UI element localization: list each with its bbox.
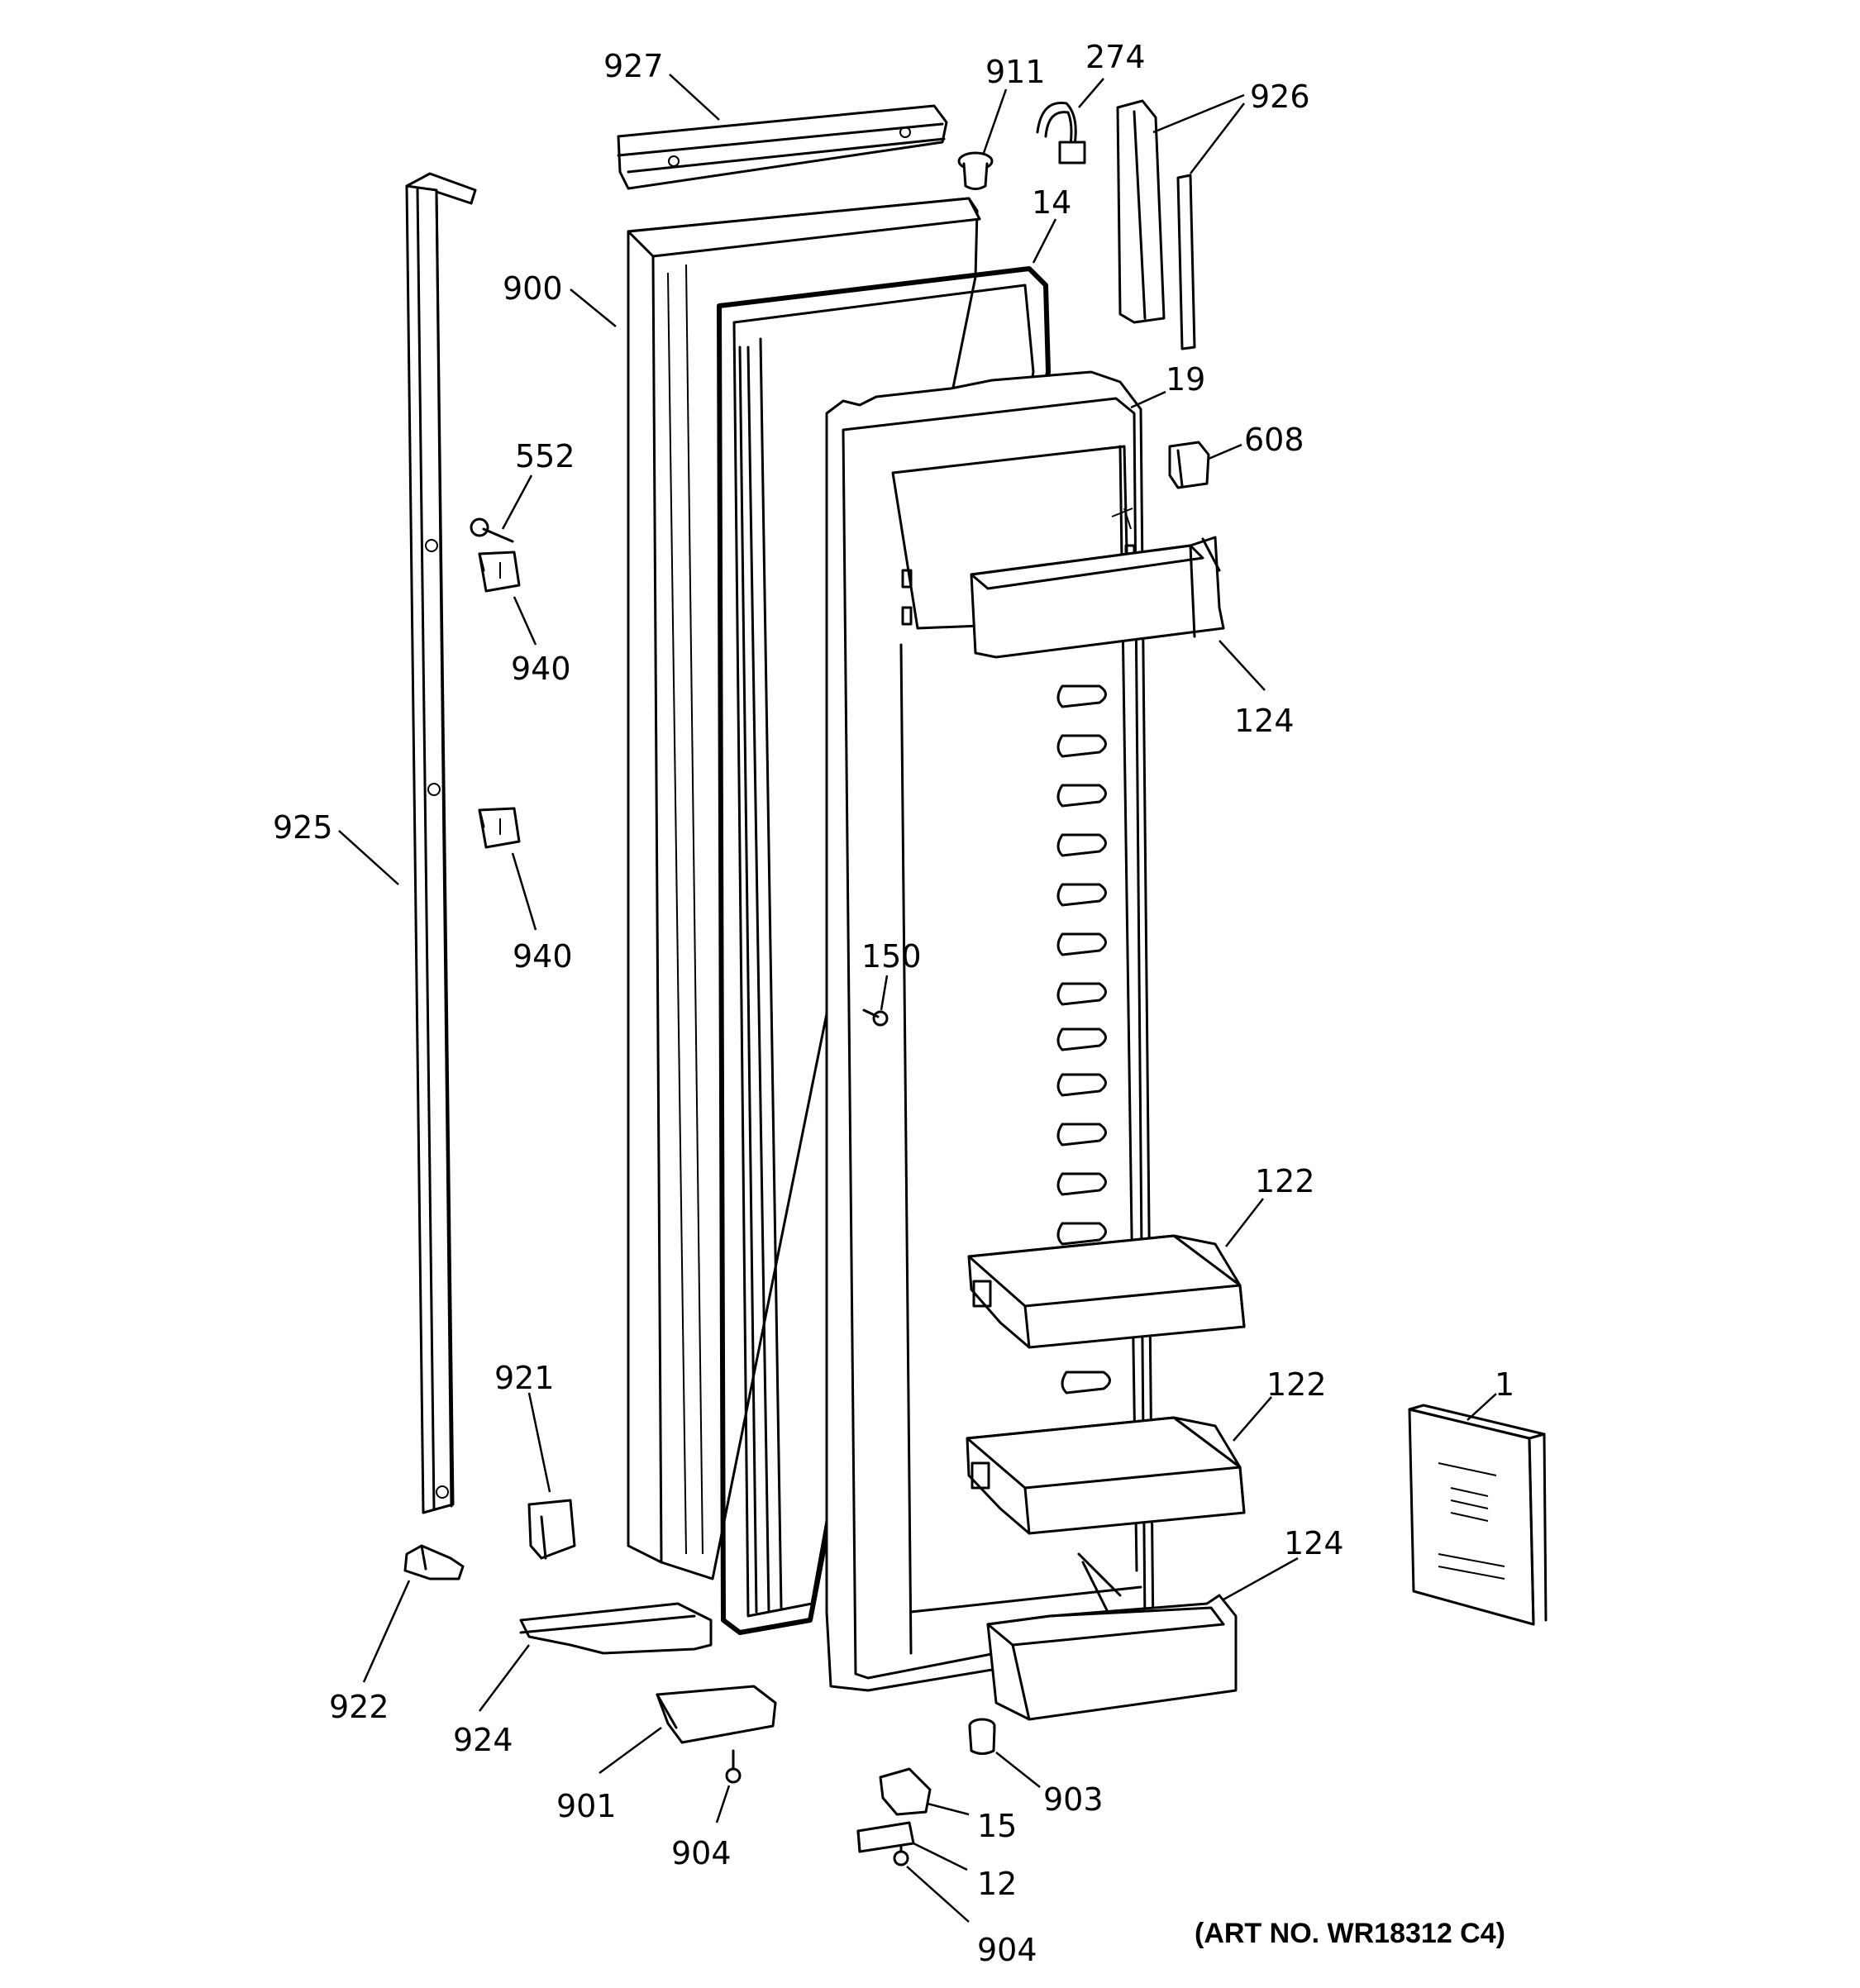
- label-904-upper: 904: [671, 1835, 732, 1871]
- label-940-lower: 940: [513, 938, 573, 975]
- label-552: 552: [515, 438, 575, 474]
- part-924-bottom-strip: [519, 1602, 713, 1655]
- part-124-door-bin-lower: [986, 1594, 1238, 1721]
- part-12-hinge-bracket: [856, 1821, 915, 1853]
- label-926: 926: [1250, 79, 1310, 115]
- label-924: 924: [453, 1722, 513, 1758]
- part-122-shelf-bin-upper: [967, 1234, 1246, 1349]
- part-940-bracket-lower: [478, 807, 521, 849]
- part-921-hinge-bracket: [527, 1499, 576, 1560]
- label-12: 12: [977, 1866, 1017, 1902]
- label-15: 15: [977, 1808, 1017, 1844]
- label-927: 927: [603, 48, 664, 84]
- part-903-bushing: [968, 1718, 996, 1755]
- part-904-screw-lower: [893, 1838, 909, 1866]
- label-150: 150: [861, 938, 922, 975]
- label-925: 925: [273, 809, 333, 846]
- label-940-upper: 940: [511, 651, 571, 687]
- art-number: (ART NO. WR18312 C4): [1195, 1918, 1505, 1949]
- label-901: 901: [556, 1788, 617, 1824]
- label-14: 14: [1032, 184, 1071, 221]
- part-904-screw-upper: [725, 1749, 742, 1784]
- part-labels: 927 911 274 926 14 900 19 608 552 940 12…: [273, 39, 1514, 1968]
- label-274: 274: [1085, 39, 1146, 75]
- label-19: 19: [1166, 361, 1205, 398]
- label-922: 922: [329, 1689, 389, 1725]
- part-122-shelf-bin-lower: [966, 1416, 1246, 1535]
- label-608: 608: [1244, 422, 1304, 458]
- part-927-top-cap: [617, 104, 948, 190]
- part-922-hinge: [403, 1544, 465, 1580]
- label-921: 921: [494, 1360, 555, 1396]
- label-122-upper: 122: [1255, 1163, 1315, 1199]
- part-940-bracket-upper: [478, 551, 521, 593]
- part-124-door-bin-upper: [970, 536, 1225, 659]
- part-926-gasket-strips: [1116, 99, 1196, 350]
- label-900: 900: [503, 270, 563, 307]
- part-15-hinge: [879, 1767, 932, 1816]
- part-1-owners-manual: [1408, 1404, 1548, 1626]
- label-122-lower: 122: [1266, 1366, 1327, 1403]
- part-925-handle-trim: [405, 172, 477, 1514]
- label-903: 903: [1043, 1781, 1104, 1818]
- label-911: 911: [985, 54, 1046, 90]
- part-901-bottom-cap: [656, 1685, 777, 1744]
- label-1: 1: [1495, 1366, 1514, 1403]
- part-552-screw: [470, 517, 514, 543]
- shelf-support-pegs: [1056, 684, 1111, 1394]
- label-124-upper: 124: [1234, 703, 1295, 739]
- label-904-lower: 904: [977, 1932, 1037, 1968]
- part-911-bushing: [957, 151, 994, 190]
- label-124-lower: 124: [1284, 1525, 1344, 1561]
- part-274-wire-harness: [1036, 101, 1086, 164]
- leader-lines: [338, 74, 1497, 1923]
- part-150-screw: [862, 1008, 889, 1027]
- part-608-switch: [1168, 441, 1210, 489]
